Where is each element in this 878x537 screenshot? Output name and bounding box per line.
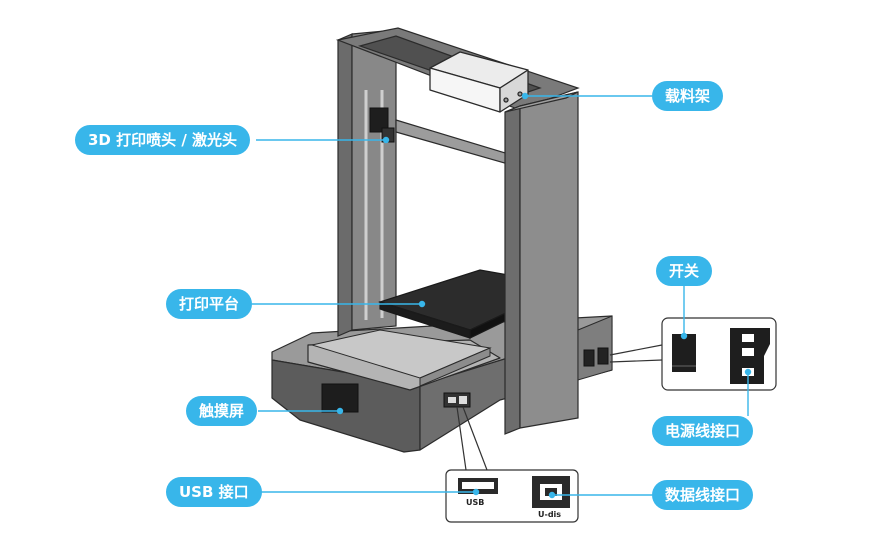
usb-port-label: USB	[466, 498, 485, 507]
callout-print-head: 3D 打印喷头 / 激光头	[75, 125, 251, 155]
callout-print-bed: 打印平台	[166, 289, 253, 319]
callout-power-port: 电源线接口	[652, 416, 754, 446]
front-ports	[443, 392, 471, 408]
callout-usb-port: USB 接口	[166, 477, 262, 507]
right-tower	[504, 91, 579, 435]
leader-lines	[252, 92, 752, 499]
left-tower	[337, 29, 397, 337]
callout-switch: 开关	[656, 256, 713, 286]
usb-inset	[445, 469, 579, 523]
side-switch[interactable]	[583, 349, 595, 367]
touch-screen[interactable]	[321, 383, 359, 413]
callout-material-rack: 载料架	[652, 81, 724, 111]
callout-touch-screen: 触摸屏	[186, 396, 258, 426]
udisk-port-label: U-dis	[538, 510, 562, 519]
material-rack	[429, 51, 529, 113]
callout-data-port: 数据线接口	[652, 480, 754, 510]
power-inset	[661, 317, 777, 391]
print-head[interactable]	[369, 107, 395, 143]
